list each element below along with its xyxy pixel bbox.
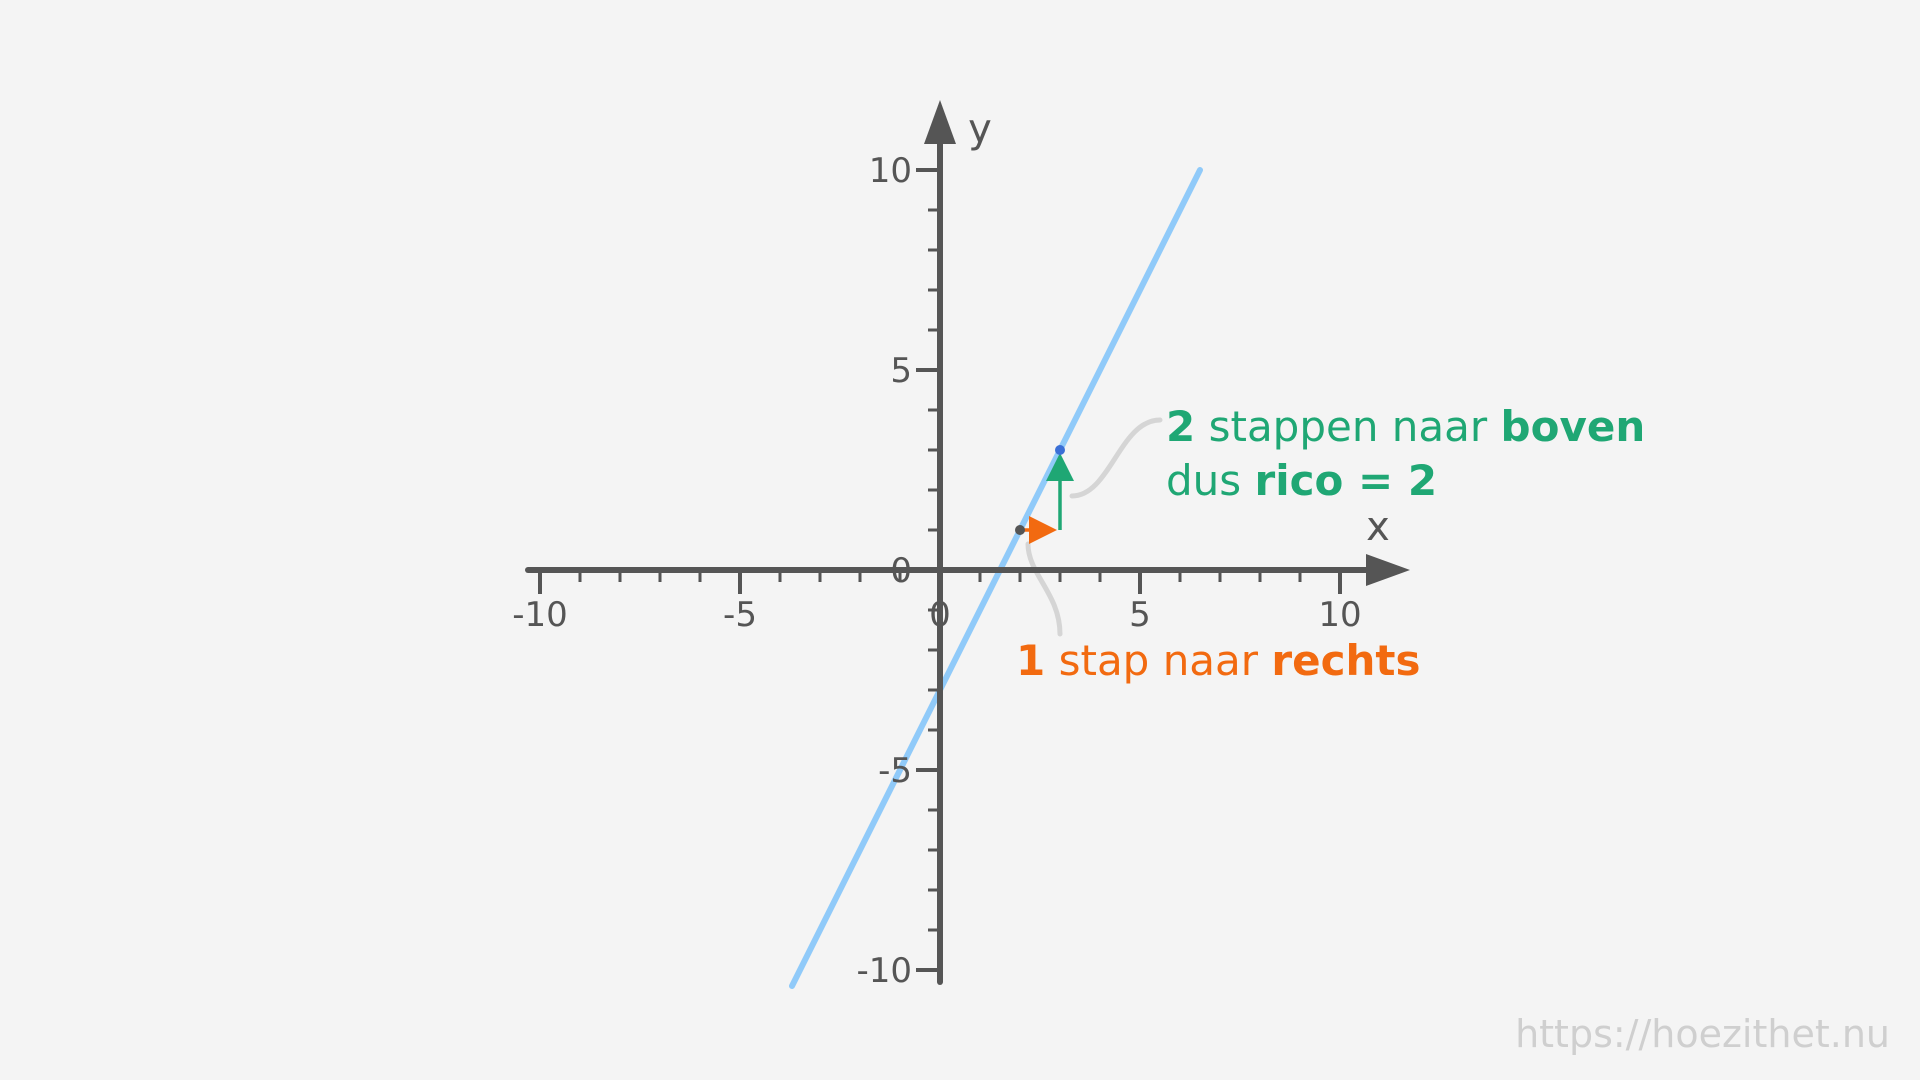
data-point-1 (1055, 445, 1065, 455)
annotation-connectors (1025, 417, 1163, 637)
series-line-0 (789, 167, 1203, 989)
y-axis-label: y (968, 106, 992, 152)
data-series (789, 167, 1203, 989)
connector-up (1069, 417, 1163, 499)
x-tick-label: 0 (929, 595, 951, 635)
tick-labels: -10 -5 0 5 10 -10 -5 0 5 10 x y (512, 106, 1390, 991)
watermark-url: https://hoezithet.nu (1515, 1012, 1890, 1056)
annotation-up-line1: 2 stappen naar boven (1166, 400, 1645, 454)
y-tick-label: -5 (878, 751, 912, 791)
x-tick-label: -10 (512, 595, 568, 635)
x-axis-label: x (1366, 504, 1390, 550)
annotation-up-text: stappen naar (1208, 402, 1488, 451)
x-axis-arrowhead (1366, 554, 1410, 586)
y-tick-label: 5 (890, 351, 912, 391)
annotation-right-number: 1 (1016, 636, 1046, 685)
tick-marks (538, 168, 1342, 972)
annotation-up-rico: rico = 2 (1254, 456, 1438, 505)
annotation-up: 2 stappen naar boven dus rico = 2 (1166, 400, 1645, 508)
axes (525, 100, 1410, 985)
y-axis-arrowhead (924, 100, 956, 144)
annotation-up-prefix: dus (1166, 456, 1242, 505)
y-tick-label: -10 (856, 951, 912, 991)
x-tick-label: 10 (1318, 595, 1361, 635)
annotation-up-number: 2 (1166, 402, 1196, 451)
connector-right (1025, 541, 1063, 637)
annotation-up-word: boven (1500, 402, 1646, 451)
data-point-0 (1015, 525, 1025, 535)
annotation-right-text: stap naar (1058, 636, 1259, 685)
y-tick-label: 10 (869, 151, 912, 191)
annotation-up-line2: dus rico = 2 (1166, 454, 1645, 508)
annotation-right: 1 stap naar rechts (1016, 634, 1421, 688)
data-marks (1015, 445, 1074, 544)
annotation-right-word: rechts (1271, 636, 1421, 685)
x-tick-label: 5 (1129, 595, 1151, 635)
x-tick-label: -5 (723, 595, 757, 635)
y-tick-label: 0 (890, 551, 912, 591)
